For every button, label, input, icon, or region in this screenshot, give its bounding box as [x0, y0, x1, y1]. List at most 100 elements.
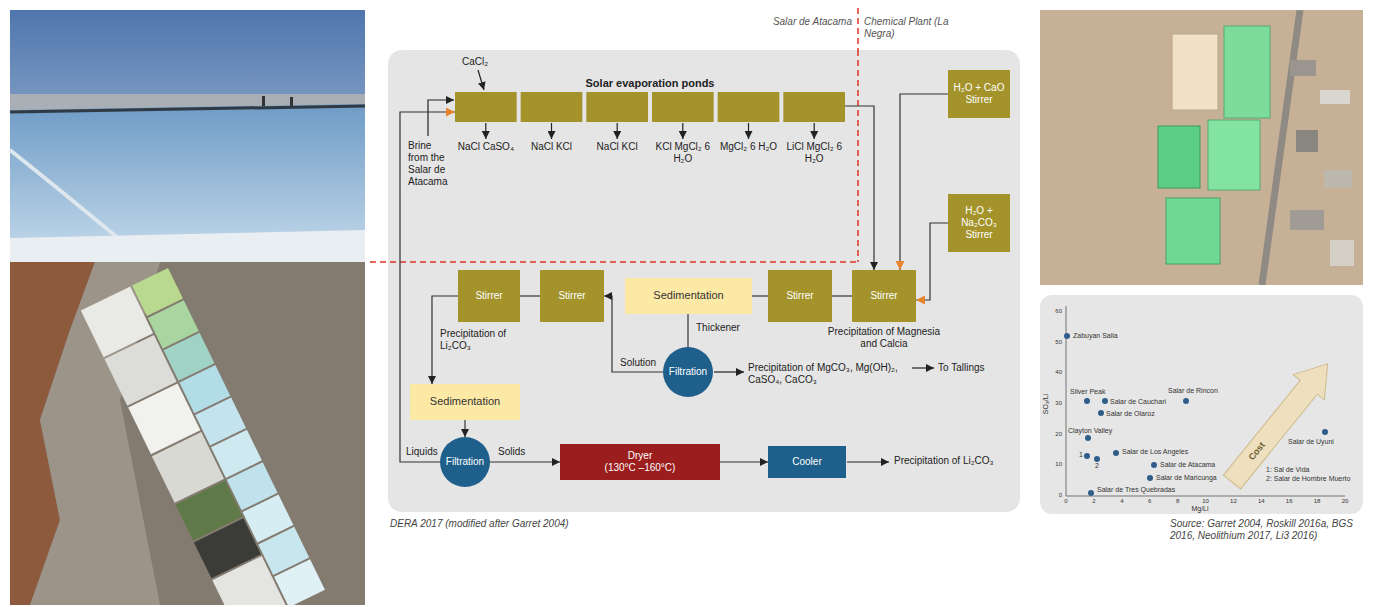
- boundary-line: [857, 8, 859, 262]
- output-arrow: [714, 371, 744, 372]
- point-label: Salar de Tres Quebradas: [1097, 486, 1175, 494]
- tick-label: 2: [1086, 498, 1102, 505]
- tick-label: 6: [1142, 498, 1158, 505]
- point-label: Salar de Atacama: [1160, 461, 1215, 469]
- node-text: Dryer: [628, 450, 652, 462]
- process-note: Precipitation of Li₂CO₃: [440, 328, 520, 352]
- input-label: Brine from the Salar de Atacama: [408, 140, 454, 188]
- tick-label: 50: [1048, 339, 1062, 346]
- flow-connector: [464, 420, 465, 437]
- tick-label: 18: [1309, 498, 1325, 505]
- pond-box: [521, 92, 583, 122]
- tick-label: 0: [1048, 492, 1062, 499]
- data-point: [1147, 475, 1153, 481]
- node-text: H₂O + Na₂CO₃ Stirrer: [951, 205, 1007, 241]
- node-text: Stirrer: [786, 290, 813, 302]
- stirrer-box: Stirrer: [768, 270, 832, 322]
- data-point: [1098, 410, 1104, 416]
- node-text: Sedimentation: [653, 289, 723, 302]
- point-label: Salar de Uyuni: [1288, 438, 1334, 446]
- building: [1324, 170, 1352, 188]
- chart-legend-text: 2: Salar de Hombre Muerto: [1266, 475, 1350, 483]
- axis-title: SO₄/Li: [1042, 384, 1050, 424]
- connector-label: Solution: [618, 357, 658, 369]
- building: [1290, 210, 1324, 230]
- product-label: Precipitation of Li₂CO₃: [894, 455, 994, 467]
- boundary-line: [370, 261, 858, 263]
- data-points: [1064, 333, 1328, 496]
- precipitate-label: MgCl₂ 6 H₂O: [718, 141, 780, 153]
- node-text: Cooler: [792, 456, 821, 468]
- output-arrow: [551, 123, 552, 139]
- data-point: [1151, 462, 1157, 468]
- pond: [1158, 126, 1200, 188]
- arrow-label: Cost: [1243, 436, 1270, 466]
- flow-connector: [687, 314, 688, 347]
- point-label: Zabuyan Salia: [1073, 332, 1118, 340]
- sedimentation-box: Sedimentation: [410, 384, 520, 420]
- tick-label: 0: [1058, 498, 1074, 505]
- plant-satellite-image: [1040, 10, 1363, 285]
- worker: [290, 97, 293, 106]
- flow-connector: [752, 295, 768, 296]
- cost-arrow: [1216, 351, 1343, 494]
- tick-label: 40: [1048, 369, 1062, 376]
- cost-arrow-shape: [1216, 351, 1343, 494]
- point-label: Salar de Cauchari: [1110, 398, 1166, 406]
- cost-chart: [1040, 295, 1363, 514]
- filtration-circle: Filtration: [663, 347, 713, 397]
- point-label: Clayton Valley: [1068, 427, 1112, 435]
- worker: [262, 96, 265, 106]
- building: [1330, 240, 1354, 266]
- region-label: Chemical Plant (La Negra): [864, 16, 954, 40]
- pond-field: [81, 268, 325, 605]
- point-label: Salar de Los Angeles: [1122, 448, 1188, 456]
- process-note: To Tallings: [938, 362, 985, 374]
- pond-box: [586, 92, 648, 122]
- pond: [1208, 120, 1260, 190]
- point-label: 1: [1079, 451, 1083, 459]
- input-label: CaCl₂: [462, 56, 488, 68]
- output-arrow: [847, 461, 889, 462]
- axis-title: Mg/Li: [1185, 505, 1215, 513]
- stirrer-box: Stirrer: [852, 270, 916, 322]
- building: [1296, 130, 1318, 152]
- point-label: Silver Peak: [1070, 388, 1105, 396]
- output-arrow: [814, 123, 815, 139]
- process-note: Precipitation of MgCO₃, Mg(OH)₂, CaSO₄, …: [748, 362, 910, 386]
- pond-box: [718, 92, 780, 122]
- precipitate-label: NaCl KCl: [521, 141, 583, 153]
- pond-box: [455, 92, 517, 122]
- node-text: Stirrer: [475, 290, 502, 302]
- stirrer-box: Stirrer: [540, 270, 604, 322]
- building: [1290, 60, 1316, 76]
- satellite-image: [10, 262, 365, 605]
- flow-connector: [720, 461, 768, 462]
- precipitate-label: LiCl MgCl₂ 6 H₂O: [783, 141, 845, 165]
- process-note: Precipitation of Magnesia and Calcia: [819, 326, 949, 350]
- tick-label: 8: [1170, 498, 1186, 505]
- liner-fold: [10, 150, 118, 238]
- pond-box: [783, 92, 845, 122]
- node-text: H₂O + CaO Stirrer: [951, 82, 1007, 106]
- data-point: [1084, 398, 1090, 404]
- connector-label: Liquids: [404, 446, 440, 458]
- precipitate-label: KCl MgCl₂ 6 H₂O: [652, 141, 714, 165]
- tick-label: 12: [1225, 498, 1241, 505]
- point-label: Salar de Maricunga: [1156, 474, 1217, 482]
- pond-row: Solar evaporation ponds: [455, 74, 845, 122]
- tick-label: 14: [1253, 498, 1269, 505]
- flow-connector: [845, 106, 874, 270]
- flow-connector: [832, 295, 852, 296]
- node-text: Filtration: [669, 366, 707, 378]
- pond: [1224, 26, 1270, 118]
- stirrer-box: H₂O + Na₂CO₃ Stirrer: [948, 194, 1010, 252]
- source-note: Source: Garret 2004, Roskill 2016a, BGS …: [1170, 518, 1360, 542]
- output-arrow: [682, 123, 683, 139]
- point-label: Salar de Olaroz: [1106, 410, 1155, 418]
- tick-label: 20: [1337, 498, 1353, 505]
- tick-label: 10: [1048, 461, 1062, 468]
- tick-label: 30: [1048, 400, 1062, 407]
- x-axis: [1066, 496, 1345, 497]
- output-arrow: [617, 123, 618, 139]
